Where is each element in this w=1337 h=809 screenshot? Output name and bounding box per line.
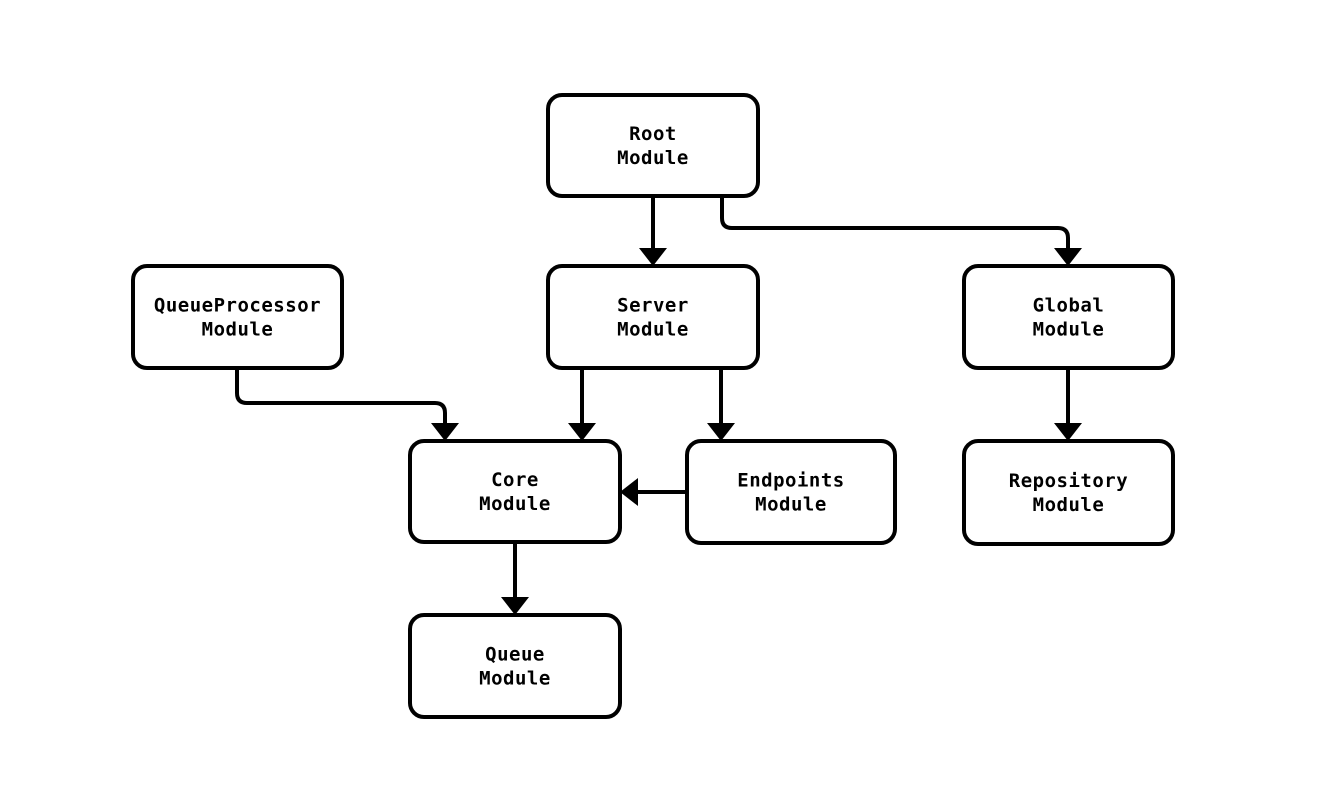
node-label-line2-root: Module <box>617 147 689 169</box>
node-label-line2-server: Module <box>617 319 689 341</box>
edge-root-to-global <box>720 196 1082 266</box>
node-label-line1-repository: Repository <box>1009 470 1128 492</box>
edge-endpoints-to-core <box>620 478 687 506</box>
nodes-layer: RootModuleQueueProcessorModuleServerModu… <box>131 93 1175 719</box>
edge-core-to-queue <box>501 542 529 615</box>
edge-line <box>235 368 447 429</box>
edge-line <box>720 196 1070 254</box>
edge-server-to-core <box>568 368 596 441</box>
node-box-endpoints[interactable] <box>685 439 897 545</box>
node-label-line1-endpoints: Endpoints <box>737 470 844 492</box>
node-label-line2-queueprocessor: Module <box>202 319 274 341</box>
node-label-line2-global: Module <box>1033 319 1105 341</box>
edge-arrowhead <box>639 248 667 266</box>
node-label-line1-queueprocessor: QueueProcessor <box>154 295 321 317</box>
node-label-line1-queue: Queue <box>485 644 545 666</box>
node-box-repository[interactable] <box>962 439 1175 546</box>
node-label-line2-queue: Module <box>479 668 551 690</box>
node-box-queueprocessor[interactable] <box>131 264 344 370</box>
edge-server-to-endpoints <box>707 368 735 441</box>
node-label-line1-root: Root <box>629 123 677 145</box>
edge-arrowhead <box>1054 423 1082 441</box>
node-box-server[interactable] <box>546 264 760 370</box>
edge-arrowhead <box>431 423 459 441</box>
edge-global-to-repository <box>1054 368 1082 441</box>
node-label-line1-core: Core <box>491 469 539 491</box>
edges-layer <box>235 196 1082 615</box>
node-label-line2-repository: Module <box>1033 494 1105 516</box>
edge-arrowhead <box>620 478 638 506</box>
node-box-global[interactable] <box>962 264 1175 370</box>
edge-queueprocessor-to-core <box>235 368 459 441</box>
node-label-line2-core: Module <box>479 493 551 515</box>
edge-arrowhead <box>568 423 596 441</box>
edge-arrowhead <box>501 597 529 615</box>
edge-arrowhead <box>707 423 735 441</box>
edge-arrowhead <box>1054 248 1082 266</box>
node-box-core[interactable] <box>408 439 622 544</box>
edge-root-to-server <box>639 196 667 266</box>
node-box-root[interactable] <box>546 93 760 198</box>
node-box-queue[interactable] <box>408 613 622 719</box>
node-label-line1-server: Server <box>617 295 689 317</box>
node-label-line2-endpoints: Module <box>755 494 827 516</box>
node-label-line1-global: Global <box>1033 295 1105 317</box>
